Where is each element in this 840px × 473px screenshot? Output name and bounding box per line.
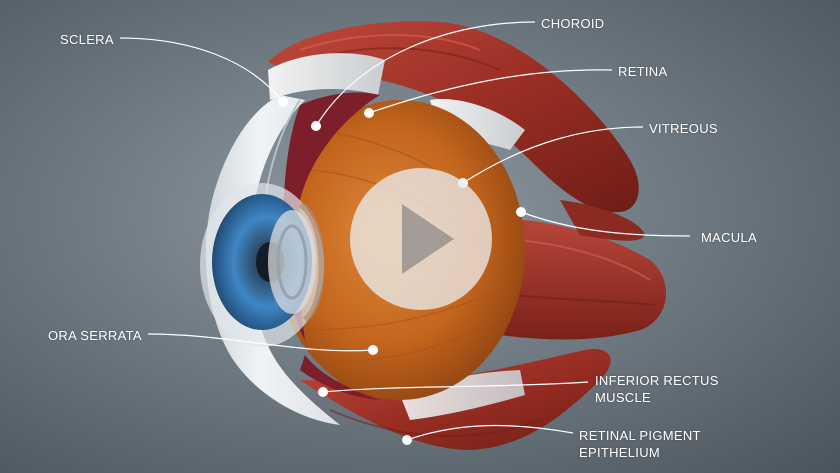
inferior-tendon <box>400 370 525 420</box>
sclera-shell <box>205 95 340 425</box>
dot-sclera <box>278 97 288 107</box>
choroid-layer <box>283 92 380 340</box>
leader-macula <box>520 211 691 237</box>
dot-inferior-rectus <box>318 387 328 397</box>
label-sclera: SCLERA <box>60 32 114 47</box>
label-inferior-rectus: INFERIOR RECTUS MUSCLE <box>595 372 719 406</box>
play-icon <box>402 204 454 274</box>
label-choroid: CHOROID <box>541 16 605 31</box>
dot-rpe <box>402 435 412 445</box>
label-rpe-line2: EPITHELIUM <box>579 445 661 460</box>
posterior-muscle <box>560 200 645 241</box>
label-vitreous: VITREOUS <box>649 121 718 136</box>
superior-tendon <box>268 53 385 100</box>
label-inferior-rectus-line1: INFERIOR RECTUS <box>595 373 719 388</box>
leader-vitreous <box>462 126 644 184</box>
leader-retina <box>368 69 613 114</box>
dot-retina <box>364 108 374 118</box>
play-button[interactable] <box>350 168 492 310</box>
leader-ora-serrata <box>147 333 374 352</box>
leader-inferior-rectus <box>322 381 589 393</box>
ciliary-body <box>298 202 325 323</box>
leader-lines <box>119 21 691 441</box>
leader-sclera <box>119 37 284 103</box>
dot-choroid <box>311 121 321 131</box>
label-rpe-line1: RETINAL PIGMENT <box>579 428 701 443</box>
leader-rpe <box>406 424 574 441</box>
lens <box>268 210 316 314</box>
label-ora-serrata: ORA SERRATA <box>48 328 142 343</box>
dot-macula <box>516 207 526 217</box>
dot-ora-serrata <box>368 345 378 355</box>
label-retina: RETINA <box>618 64 668 79</box>
label-macula: MACULA <box>701 230 757 245</box>
label-inferior-rectus-line2: MUSCLE <box>595 390 651 405</box>
label-retinal-pigment-epithelium: RETINAL PIGMENT EPITHELIUM <box>579 427 701 461</box>
leader-choroid <box>315 21 536 127</box>
